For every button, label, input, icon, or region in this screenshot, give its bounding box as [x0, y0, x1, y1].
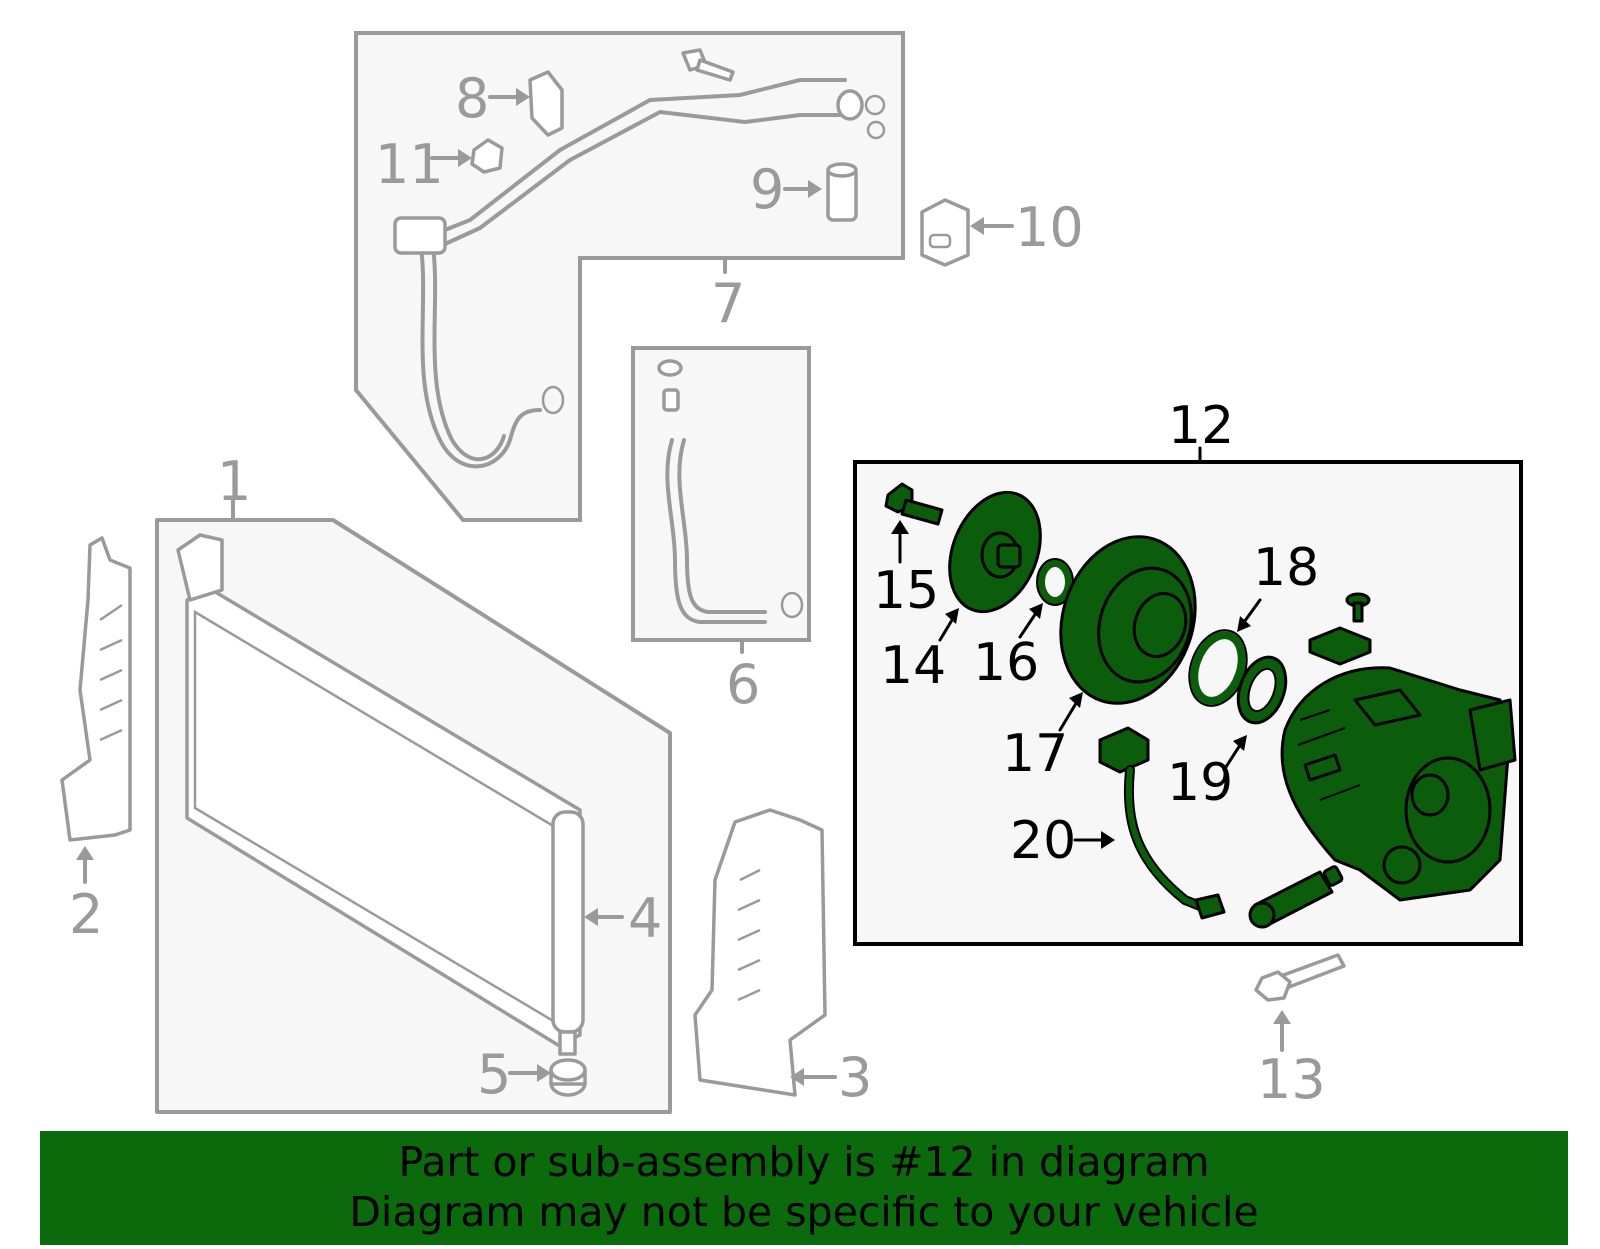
- pressure-switch[interactable]: [1248, 865, 1344, 929]
- info-banner: Part or sub-assembly is #12 in diagram D…: [40, 1131, 1568, 1245]
- callout-2: 2: [69, 883, 103, 946]
- hose-assembly-group-7[interactable]: [354, 31, 905, 522]
- callout-13: 13: [1257, 1048, 1326, 1111]
- callout-8: 8: [455, 67, 489, 130]
- callout-19: 19: [1167, 753, 1233, 813]
- callout-7: 7: [711, 272, 745, 335]
- part-8-sensor[interactable]: [488, 70, 564, 137]
- callout-15: 15: [873, 561, 939, 621]
- part-5-plug[interactable]: [508, 1058, 587, 1097]
- callout-9: 9: [750, 158, 784, 221]
- liquid-line-group-6[interactable]: [631, 346, 811, 654]
- part-19-gasket[interactable]: [1222, 651, 1294, 772]
- callout-1: 1: [217, 450, 251, 513]
- callout-17: 17: [1002, 724, 1068, 784]
- part-14-clutch-hub[interactable]: [933, 479, 1057, 642]
- compressor-body[interactable]: [1280, 666, 1517, 902]
- part-9-valve[interactable]: [783, 162, 858, 222]
- callout-10: 10: [1015, 196, 1084, 259]
- part-16-snap-ring[interactable]: [1018, 558, 1074, 639]
- part-10-bracket[interactable]: [920, 198, 1014, 267]
- callout-12: 12: [1168, 396, 1234, 456]
- part-17-pulley[interactable]: [1040, 519, 1216, 732]
- callout-11: 11: [375, 133, 444, 196]
- callout-16: 16: [973, 633, 1039, 693]
- condenser-group-1[interactable]: [155, 498, 672, 1114]
- part-3-side-seal[interactable]: [693, 808, 837, 1097]
- callout-3: 3: [838, 1046, 872, 1109]
- compressor-assembly-group-12[interactable]: [853, 446, 1523, 946]
- part-20-wire-harness[interactable]: [1073, 726, 1226, 920]
- callout-20: 20: [1010, 811, 1076, 871]
- part-18-o-ring[interactable]: [1179, 598, 1262, 714]
- callout-4: 4: [628, 887, 662, 950]
- part-13-bolt[interactable]: [1254, 953, 1346, 1052]
- banner-line-1: Part or sub-assembly is #12 in diagram: [398, 1138, 1210, 1186]
- part-2-side-seal[interactable]: [60, 536, 132, 884]
- part-15-bolt[interactable]: [884, 482, 944, 564]
- bracket-screw[interactable]: [1308, 592, 1372, 666]
- callout-18: 18: [1253, 538, 1319, 598]
- callout-6: 6: [726, 653, 760, 716]
- part-11-clip[interactable]: [430, 138, 504, 174]
- callout-14: 14: [880, 636, 946, 696]
- banner-line-2: Diagram may not be specific to your vehi…: [349, 1188, 1259, 1236]
- callout-5: 5: [477, 1043, 511, 1106]
- part-4-receiver-drier[interactable]: [584, 908, 624, 926]
